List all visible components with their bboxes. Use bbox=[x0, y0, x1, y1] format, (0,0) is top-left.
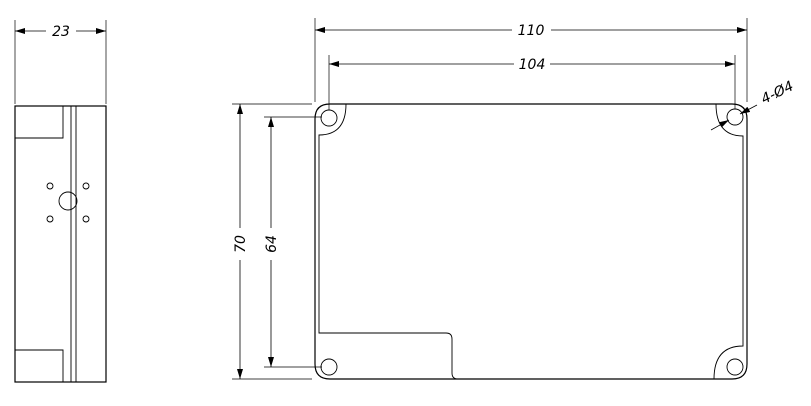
side-width-label: 23 bbox=[52, 24, 70, 40]
flange-contour bbox=[318, 103, 744, 380]
front-view: 110 104 70 64 bbox=[232, 18, 796, 380]
mounting-holes bbox=[320, 108, 744, 376]
dimension-overall-length: 110 bbox=[314, 18, 748, 102]
mounting-hole bbox=[726, 358, 744, 376]
hole-spacing-height-label: 64 bbox=[264, 235, 280, 253]
overall-length-label: 110 bbox=[518, 23, 545, 39]
dimension-side-width: 23 bbox=[14, 20, 107, 104]
dimension-hole-spacing-height: 64 bbox=[264, 116, 322, 368]
mounting-hole bbox=[320, 109, 338, 127]
hole-spacing-length-label: 104 bbox=[519, 57, 546, 73]
side-connector bbox=[46, 182, 90, 223]
mounting-hole bbox=[726, 108, 744, 126]
overall-height-label: 70 bbox=[233, 235, 249, 253]
dimension-overall-height: 70 bbox=[232, 103, 312, 380]
mounting-hole bbox=[320, 358, 338, 376]
side-view: 23 bbox=[14, 20, 107, 383]
dimension-hole-spacing-length: 104 bbox=[328, 55, 736, 110]
enclosure-outline bbox=[314, 103, 748, 380]
hole-callout-label: 4-Ø4 bbox=[759, 78, 796, 107]
